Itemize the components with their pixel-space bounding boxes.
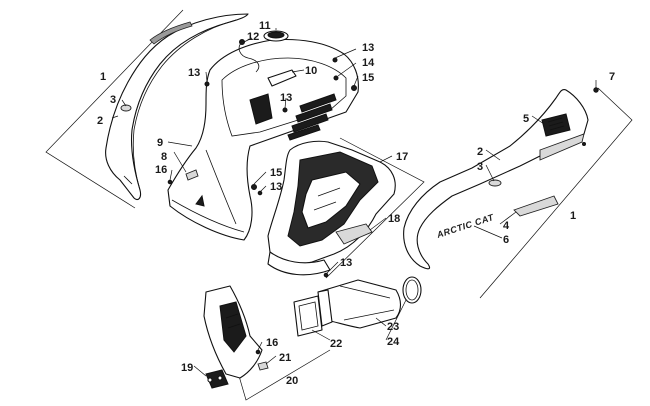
callout-24: 24 [387, 336, 400, 348]
screw-13b [332, 57, 338, 63]
callout-labels: 1 3 2 9 8 16 12 11 13 10 13 14 15 13 15 … [97, 20, 615, 387]
callout-1-left: 1 [100, 71, 106, 83]
left-panel-inner-edge [132, 19, 237, 191]
screw-14 [333, 75, 339, 81]
right-panel-stripe [539, 133, 585, 161]
screw-right-small [582, 142, 586, 146]
hood-vent-grille [287, 93, 337, 141]
callout-16-upper: 16 [155, 164, 167, 176]
console-decal [335, 223, 373, 245]
callout-15-upper: 15 [362, 72, 374, 84]
intake-duct [317, 279, 402, 329]
lower-nose-group [203, 285, 331, 401]
left-side-panel [105, 13, 249, 201]
left-vent-decal [120, 104, 132, 112]
callout-19: 19 [181, 362, 193, 374]
nose-decal [257, 361, 269, 371]
callout-11: 11 [259, 20, 271, 32]
callout-23: 23 [387, 321, 399, 333]
callout-1-right: 1 [570, 210, 576, 222]
callout-12: 12 [247, 31, 259, 43]
intake-duct-crease [339, 285, 395, 321]
callout-10: 10 [305, 65, 317, 77]
callout-2-right: 2 [477, 146, 483, 158]
callout-21: 21 [279, 352, 291, 364]
callout-15-lower: 15 [270, 167, 282, 179]
callout-13-d: 13 [270, 181, 282, 193]
callout-4: 4 [503, 220, 510, 232]
brand-decal-text: ARCTIC CAT [435, 212, 496, 240]
right-side-panel [403, 88, 589, 270]
screw-15b [251, 184, 257, 190]
hood-headlight-bezel [249, 93, 273, 125]
callout-3-left: 3 [110, 94, 116, 106]
callout-8: 8 [161, 151, 167, 163]
callout-9: 9 [157, 137, 163, 149]
rivet-16b [255, 349, 261, 355]
hood-decal [185, 169, 199, 181]
right-panel-vent-lines [547, 117, 565, 131]
connector-12 [239, 39, 245, 45]
bracket-bolt-b [217, 375, 223, 381]
wire-harness [238, 41, 260, 73]
callout-7: 7 [609, 71, 615, 83]
left-side-panel-group [45, 9, 249, 209]
console-pocket [301, 171, 361, 229]
screw-13c [282, 107, 288, 113]
console-ridge-b [313, 201, 337, 211]
screw-13a [204, 81, 210, 87]
nose-bracket [205, 369, 229, 389]
gauge-gasket-inner [267, 31, 285, 39]
rivet-16a [167, 179, 173, 185]
bracket-bolt-a [207, 377, 213, 383]
callout-20: 20 [286, 375, 298, 387]
screw-7 [593, 87, 599, 93]
hood-inner-cavity [221, 57, 347, 137]
right-panel-dark-accent [541, 113, 571, 137]
callout-16-lower: 16 [266, 337, 278, 349]
callout-leaders [111, 28, 597, 377]
callout-13-a: 13 [188, 67, 200, 79]
hood-body [167, 39, 359, 241]
callout-14: 14 [362, 57, 375, 69]
right-side-panel-group: ARCTIC CAT [403, 87, 633, 299]
callout-2-left: 2 [97, 115, 103, 127]
vent-cover [267, 69, 297, 87]
callout-17: 17 [396, 151, 408, 163]
callout-5: 5 [523, 113, 529, 125]
console-ridge-a [317, 187, 341, 197]
nose-dark-opening [219, 301, 247, 353]
callout-18: 18 [388, 213, 400, 225]
screw-13d [257, 190, 263, 196]
callout-3-right: 3 [477, 161, 483, 173]
hood-lower-edge [171, 199, 245, 233]
inner-console-group [267, 137, 425, 279]
air-intake-group [293, 276, 422, 337]
callout-22: 22 [330, 338, 342, 350]
callout-13-e: 13 [340, 257, 352, 269]
left-lower-notch [123, 175, 133, 185]
hood-assembly [167, 30, 359, 241]
hood-accent-triangle [195, 194, 205, 207]
screw-15a [351, 85, 357, 91]
hose-clamp-inner [405, 279, 419, 301]
right-lower-decal [513, 195, 559, 217]
callout-13-b: 13 [362, 42, 374, 54]
screw-13e [323, 272, 329, 278]
intake-seal [293, 295, 323, 337]
callout-6: 6 [503, 234, 509, 246]
intake-seal-inner [298, 301, 319, 331]
nose-grille-lines [225, 313, 241, 329]
right-vent-decal [488, 179, 502, 187]
left-panel-trim [149, 21, 193, 45]
intake-duct-mouth [317, 289, 333, 327]
callout-13-c: 13 [280, 92, 292, 104]
hood-side-crease [205, 149, 237, 225]
